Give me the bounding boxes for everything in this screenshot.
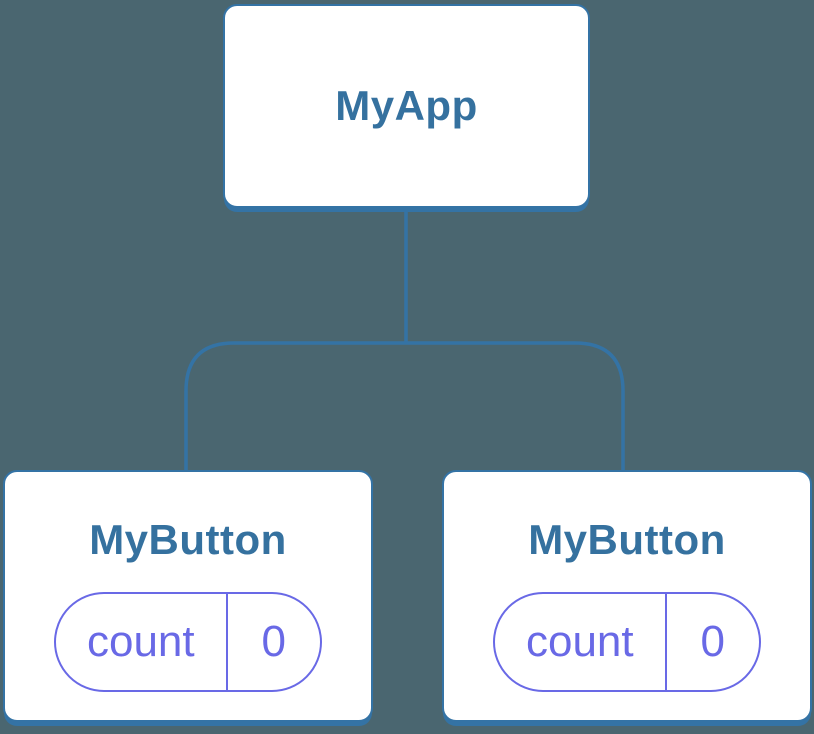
children-bracket-line bbox=[184, 341, 625, 470]
state-key-label: count bbox=[56, 594, 228, 690]
node-mybutton-right: MyButton count 0 bbox=[442, 470, 812, 722]
node-mybutton-left-label: MyButton bbox=[89, 516, 287, 563]
state-value: 0 bbox=[700, 617, 726, 666]
state-key-label: count bbox=[495, 594, 667, 690]
node-myapp: MyApp bbox=[223, 4, 590, 208]
node-mybutton-right-label: MyButton bbox=[528, 516, 726, 563]
node-mybutton-left: MyButton count 0 bbox=[3, 470, 373, 722]
state-value: 0 bbox=[261, 617, 287, 666]
node-myapp-label: MyApp bbox=[335, 82, 478, 129]
state-pill-right: count 0 bbox=[493, 592, 761, 692]
state-pill-left: count 0 bbox=[54, 592, 322, 692]
